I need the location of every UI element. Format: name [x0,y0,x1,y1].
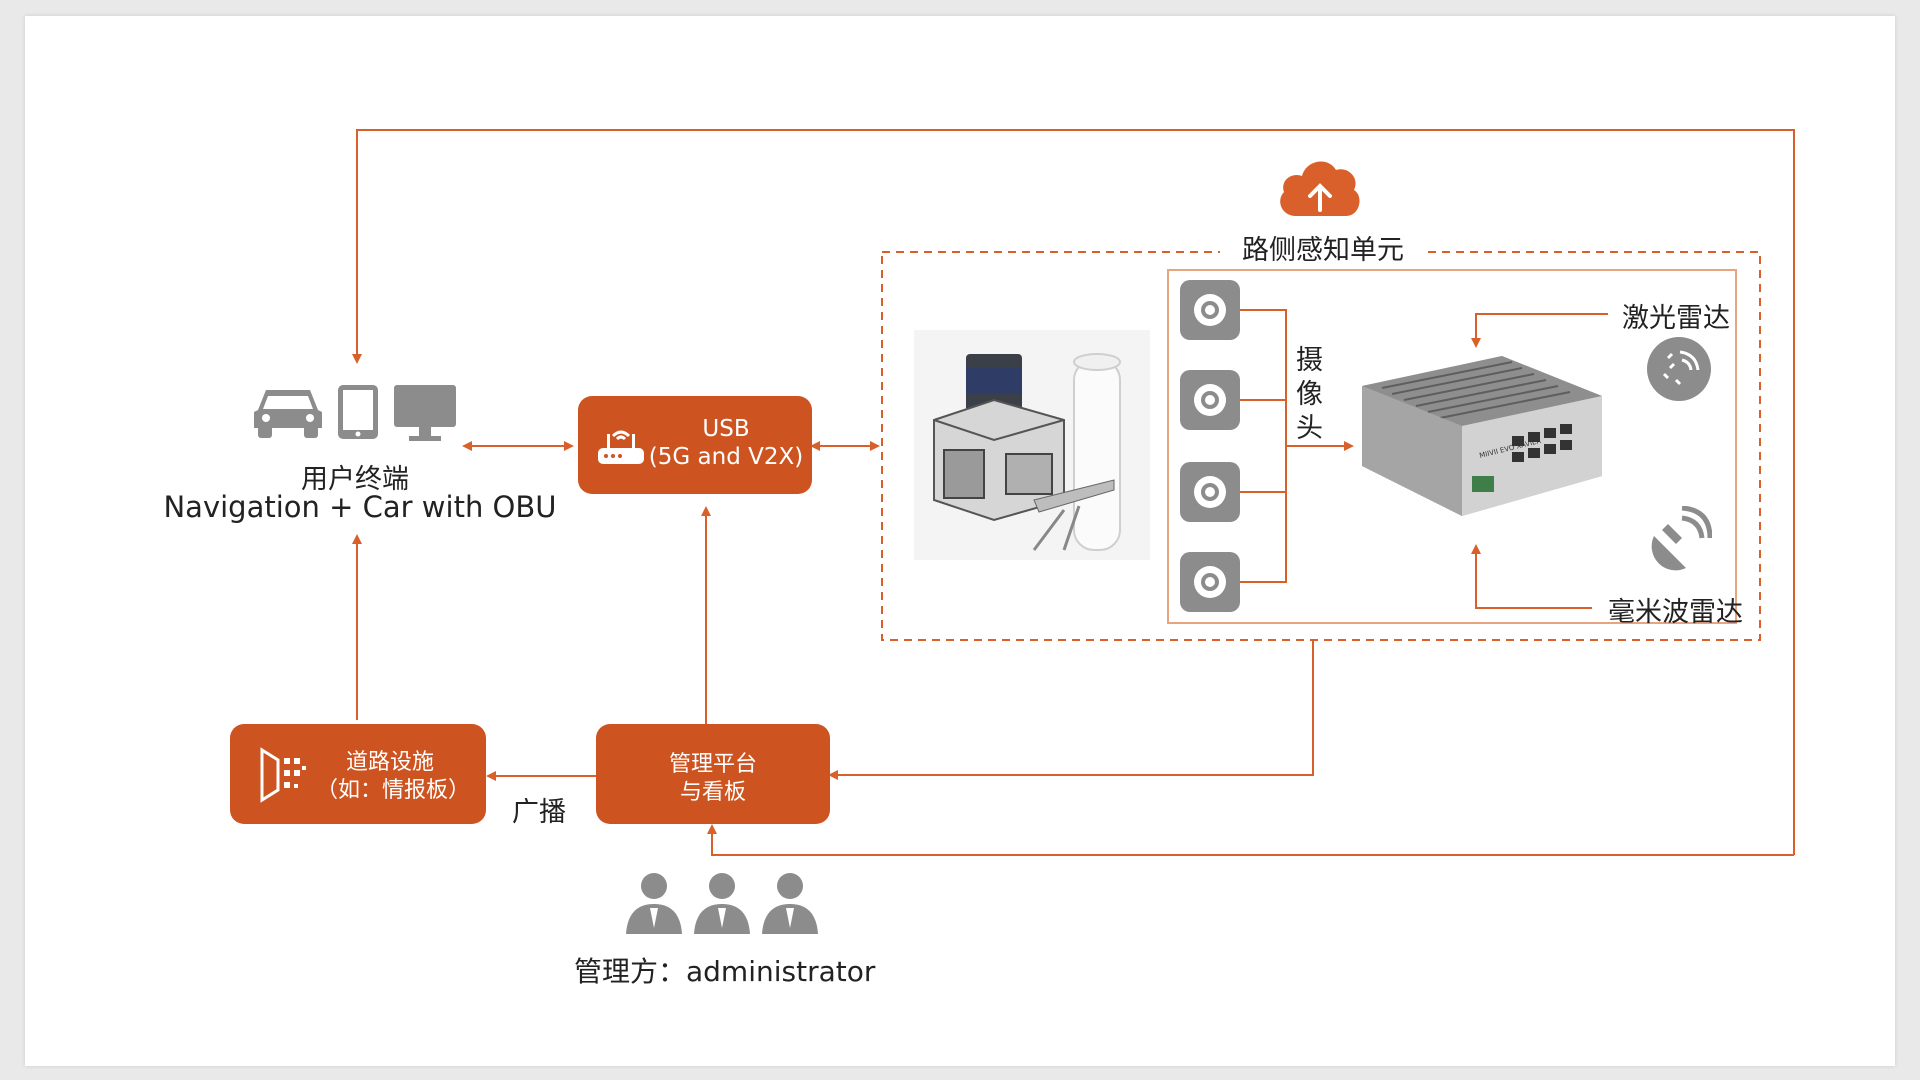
admin-label: 管理方：administrator [574,955,876,988]
road-facility-box: 道路设施 （如：情报板） [230,724,486,824]
camera-bus [1240,309,1352,583]
rsu-platform-link [828,640,1314,780]
radar-icon [1646,505,1713,572]
platform-line1: 管理平台 [668,752,757,777]
tablet-icon [337,384,379,440]
compute-device-image: MIIVII EVO XAVIER [1352,346,1602,546]
camera-icon [1180,552,1240,612]
lidar-icon [1646,336,1712,402]
car-icon [252,384,324,440]
sensor-unit-image [914,330,1150,560]
camera-label: 摄 像 头 [1296,345,1323,444]
user-terminal-subtitle: Navigation + Car with OBU [163,490,557,524]
platform-line2: 与看板 [679,780,746,805]
mmwave-radar-label: 毫米波雷达 [1608,597,1743,628]
user-terminal-title: 用户终端 [301,464,409,495]
road-facility-line2: （如：情报板） [315,778,470,803]
display-board-icon [258,746,306,804]
lidar-link [1471,313,1608,348]
usb-line2: (5G and V2X) [648,444,804,470]
camera-icon [1180,280,1240,340]
top-feedback-line [352,129,1795,855]
lidar-label: 激光雷达 [1622,303,1730,334]
road-facility-line1: 道路设施 [345,750,434,775]
roadside-unit-title: 路侧感知单元 [1242,235,1404,266]
rsu-inner-frame [1167,269,1737,624]
monitor-icon [393,384,457,442]
radar-link [1471,544,1592,609]
camera-icon [1180,370,1240,430]
platform-box: 管理平台 与看板 [596,724,830,824]
usb-box: USB (5G and V2X) [578,396,812,494]
broadcast-label: 广播 [512,797,566,828]
admin-group [624,870,824,936]
router-icon [596,424,646,468]
usb-line1: USB [702,416,750,442]
cloud-upload-icon [1276,150,1364,218]
camera-icon [1180,462,1240,522]
bottom-loop-line [707,824,1794,856]
